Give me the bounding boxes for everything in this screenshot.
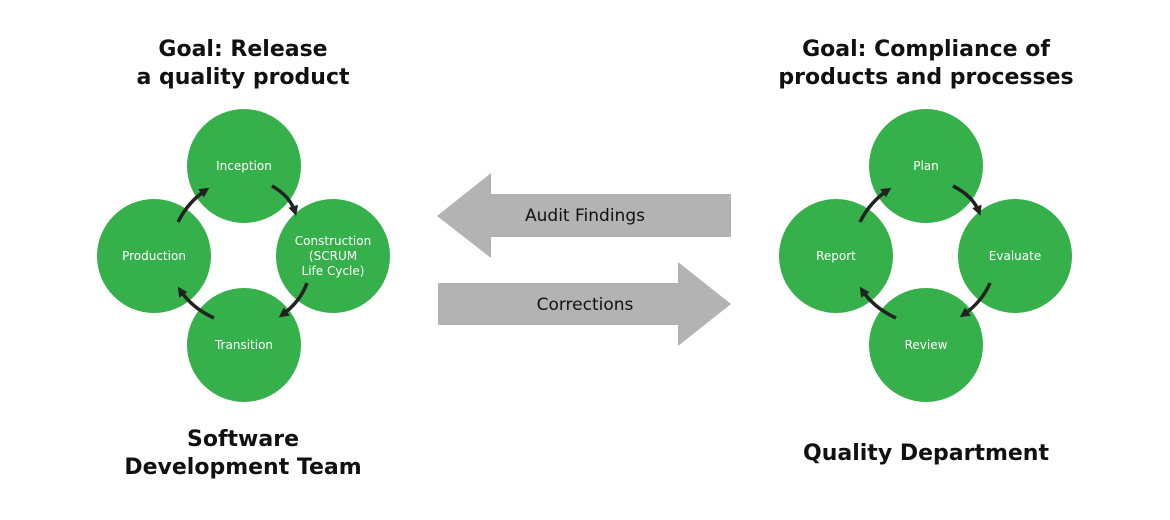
- right-goal-line-1: Goal: Compliance of: [802, 37, 1050, 62]
- node-transition-label: Transition: [214, 337, 274, 352]
- corrections-label: Corrections: [536, 295, 634, 315]
- node-plan-label: Plan: [913, 158, 939, 173]
- left-goal-line-2: a quality product: [136, 65, 350, 90]
- node-evaluate-label: Evaluate: [988, 248, 1042, 263]
- node-construction-line-1: Construction: [294, 233, 372, 248]
- left-goal-title: Goal: Release a quality product: [136, 36, 349, 92]
- quality-department-label: Quality Department: [803, 440, 1049, 468]
- software-team-label: Software Development Team: [124, 426, 361, 482]
- audit-findings-label: Audit Findings: [525, 206, 645, 226]
- node-construction-line-2: (SCRUM: [308, 248, 358, 263]
- node-production: Production: [97, 199, 211, 313]
- node-inception: Inception: [187, 109, 301, 223]
- software-team-line-2: Development Team: [124, 455, 362, 480]
- node-report: Report: [779, 199, 893, 313]
- node-report-label: Report: [816, 248, 856, 263]
- quality-department-text: Quality Department: [803, 441, 1049, 466]
- node-review: Review: [869, 288, 983, 402]
- node-construction-line-3: Life Cycle): [301, 263, 365, 278]
- node-plan: Plan: [869, 109, 983, 223]
- node-inception-label: Inception: [216, 158, 272, 173]
- node-review-label: Review: [904, 337, 948, 352]
- right-goal-line-2: products and processes: [778, 65, 1074, 90]
- left-goal-line-1: Goal: Release: [158, 37, 328, 62]
- node-transition: Transition: [187, 288, 301, 402]
- node-evaluate: Evaluate: [958, 199, 1072, 313]
- software-team-line-1: Software: [187, 427, 299, 452]
- node-production-label: Production: [122, 248, 186, 263]
- right-goal-title: Goal: Compliance of products and process…: [778, 36, 1073, 92]
- node-construction: Construction (SCRUM Life Cycle): [276, 199, 390, 313]
- node-construction-text: Construction (SCRUM Life Cycle): [295, 234, 371, 279]
